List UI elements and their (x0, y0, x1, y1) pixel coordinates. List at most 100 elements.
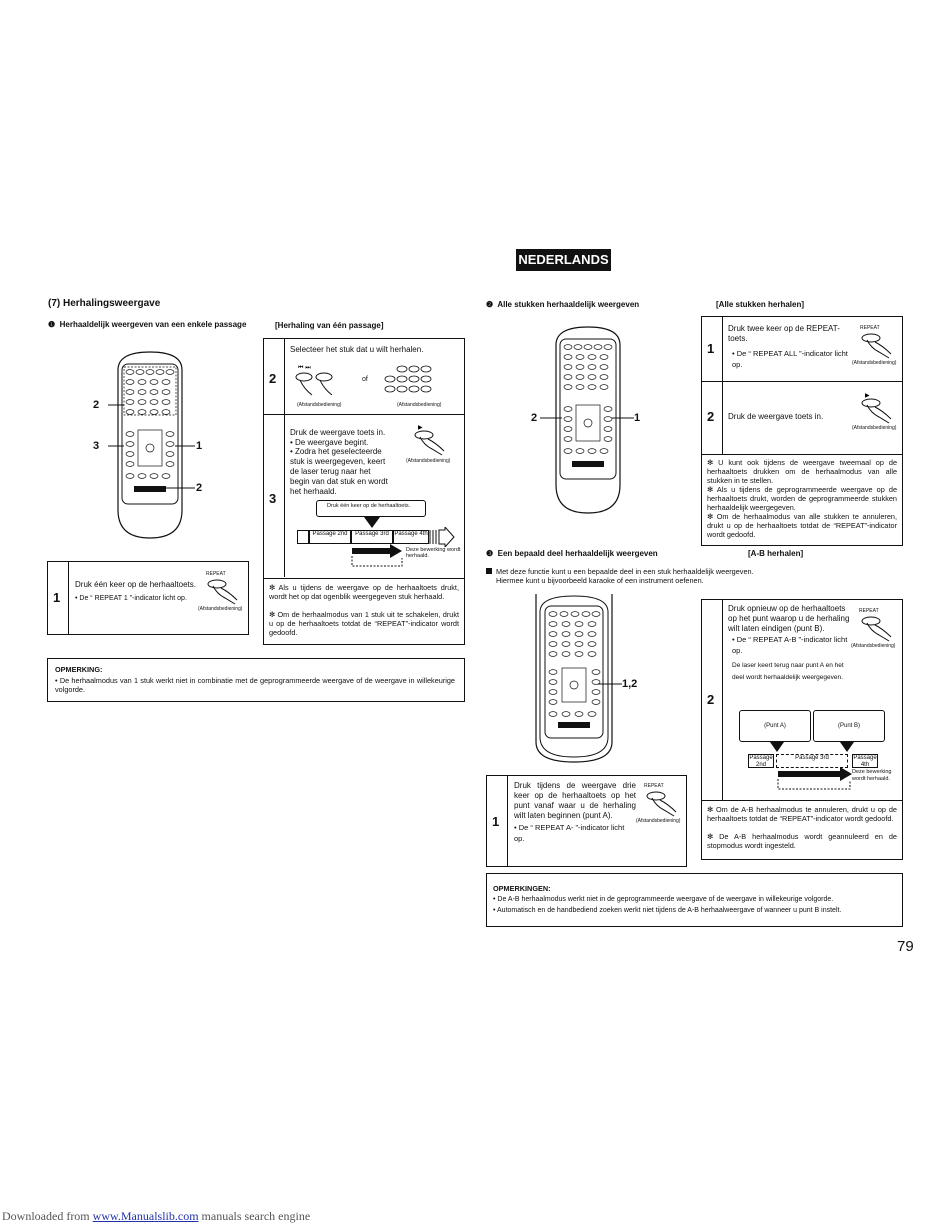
part1-box-title: [Herhaling van één passage] (275, 321, 384, 330)
point-a-bubble: (Punt A) (739, 710, 811, 742)
remote-caption: (Afstandsbediening) (852, 360, 897, 366)
steps-box: 2 Selecteer het stuk dat u wilt herhalen… (263, 338, 465, 645)
callout-bubble: Druk één keer op de herhaaltoets. (316, 500, 426, 517)
note-item: ✻ Als u tijdens de weergave op de herhaa… (269, 583, 459, 601)
passage-box: Passage 4th (393, 530, 429, 544)
remote-caption: (Afstandsbediening) (851, 643, 896, 649)
remote-caption: (Afstandsbediening) (636, 818, 681, 824)
callout-label: 1 (196, 440, 203, 452)
remote-caption: (Afstandsbediening) (406, 458, 451, 464)
step-number: 1 (53, 590, 61, 605)
repeat-label: REPEAT (859, 608, 879, 614)
step-text: Druk twee keer op de REPEAT-toets. (728, 324, 840, 343)
part2-heading: ❷ Alle stukken herhaaldelijk weergeven (486, 300, 640, 309)
part3-box-title: [A-B herhalen] (748, 549, 804, 558)
callout-label: 2 (93, 399, 100, 411)
part1-heading: ❶ Herhaaldelijk weergeven van een enkele… (48, 320, 247, 329)
part3-intro: Met deze functie kunt u een bepaalde dee… (486, 567, 896, 585)
note-item: ✻ De A-B herhaalmodus wordt geannuleerd … (707, 832, 897, 850)
callout-label: 2 (531, 412, 538, 424)
remark-title: OPMERKINGEN: (493, 884, 551, 893)
remote-control-illustration (555, 326, 621, 514)
callout-label: 1,2 (622, 678, 638, 690)
step-bullet: • De “ REPEAT ALL ”-indicator licht op. (732, 349, 848, 369)
repeat-label: REPEAT (860, 325, 880, 331)
note-item: ✻ Om de herhaalmodus van 1 stuk uit te s… (269, 610, 459, 637)
page-number: 79 (897, 938, 914, 955)
step-text: Druk één keer op de herhaaltoets. (75, 580, 196, 589)
repeat-note: Deze bewerking wordt herhaald. (406, 547, 461, 559)
passage-box: Passage 2nd (309, 530, 351, 544)
down-arrow-icon (364, 517, 380, 528)
hand-press-icon (646, 791, 677, 817)
down-arrow-icon (840, 742, 854, 752)
step-bullet: • De “ REPEAT A- ”-indicator licht op. (514, 823, 625, 843)
step-bullet: • De “ REPEAT A-B ”-indicator licht op. (732, 635, 848, 655)
step-box: 1 Druk één keer op de herhaaltoets. • De… (47, 561, 249, 635)
hand-press-icon: ▶ (414, 424, 445, 456)
footer-link[interactable]: www.Manualslib.com (92, 1209, 199, 1223)
step-text: Druk opnieuw op de herhaaltoets op het p… (728, 604, 850, 633)
repeat-arrow-icon (777, 767, 852, 790)
passage-box: Passage 3rd (351, 530, 393, 544)
skip-buttons-icon: ⏮ ⏭ (295, 364, 333, 396)
remark-text: • De herhaalmodus van 1 stuk werkt niet … (55, 676, 455, 694)
continue-arrow-icon (429, 527, 455, 547)
note-item: ✻ Om de herhaalmodus van alle stukken te… (707, 512, 897, 539)
callout-label: 1 (634, 412, 641, 424)
note-item: ✻ Als u tijdens de geprogrammeerde weerg… (707, 485, 897, 512)
remark-text: • De A-B herhaalmodus werkt niet in de g… (493, 896, 834, 903)
remote-control-illustration (535, 594, 613, 763)
hand-press-icon (861, 616, 892, 642)
step-number: 2 (707, 409, 715, 424)
part3-heading: ❸ Een bepaald deel herhaaldelijk weergev… (486, 549, 658, 558)
step-bullet: • De weergave begint. (290, 438, 369, 447)
passage-box: Passage 4th (852, 754, 878, 768)
point-b-bubble: (Punt B) (813, 710, 885, 742)
step-number: 2 (269, 371, 277, 386)
step-bullet: • Zodra het geselecteerde stuk is weerge… (290, 447, 388, 496)
callout-line (598, 683, 622, 685)
steps-box: 2 Druk opnieuw op de herhaaltoets op het… (701, 599, 903, 860)
steps-box: 1 Druk twee keer op de REPEAT-toets. • D… (701, 316, 903, 546)
number-buttons-icon (384, 365, 432, 393)
remote-caption: (Afstandsbediening) (198, 606, 243, 612)
repeat-label: REPEAT (644, 783, 664, 789)
repeat-arrow-icon (351, 544, 403, 567)
step-text: Selecteer het stuk dat u wilt herhalen. (290, 345, 424, 354)
passage-box: Passage 2nd (748, 754, 774, 768)
or-text: of (362, 376, 368, 383)
step-number: 3 (269, 491, 277, 506)
step-bullet: • De “ REPEAT 1 ”-indicator licht op. (75, 595, 187, 602)
step-number: 1 (492, 814, 500, 829)
svg-text:⏮ ⏭: ⏮ ⏭ (298, 364, 311, 371)
callout-lines (108, 404, 195, 489)
step-number: 2 (707, 692, 715, 707)
callout-label: 3 (93, 440, 100, 452)
svg-text:▶: ▶ (418, 424, 423, 431)
hand-press-icon (861, 333, 892, 359)
remote-control-illustration (117, 351, 183, 539)
part2-box-title: [Alle stukken herhalen] (716, 300, 805, 309)
step-text: Druk tijdens de weergave drie keer op de… (514, 781, 636, 820)
remark-box: OPMERKING: • De herhaalmodus van 1 stuk … (47, 658, 465, 702)
footer: Downloaded from www.Manualslib.com manua… (2, 1209, 311, 1223)
down-arrow-icon (770, 742, 784, 752)
svg-text:▶: ▶ (865, 392, 870, 399)
remark-text: • Automatisch en de handbediend zoeken w… (493, 907, 842, 914)
repeat-label: REPEAT (206, 571, 226, 577)
callout-lines (540, 417, 634, 419)
passage-box: Passage 3rd (776, 754, 848, 768)
step-extra: De laser keert terug naar punt A en het … (732, 662, 844, 681)
remark-title: OPMERKING: (55, 665, 103, 674)
passage-box (297, 530, 309, 544)
step-number: 1 (707, 341, 715, 356)
step-box: 1 Druk tijdens de weergave drie keer op … (486, 775, 687, 867)
remote-caption: (Afstandsbediening) (397, 402, 442, 408)
language-tag: NEDERLANDS (516, 249, 611, 271)
remote-caption: (Afstandsbediening) (297, 402, 342, 408)
section-title: (7) Herhalingsweergave (48, 298, 161, 309)
step-text: Druk de weergave toets in. (728, 412, 824, 421)
note-item: ✻ Om de A-B herhaalmodus te annuleren, d… (707, 805, 897, 823)
hand-press-icon (207, 579, 238, 605)
